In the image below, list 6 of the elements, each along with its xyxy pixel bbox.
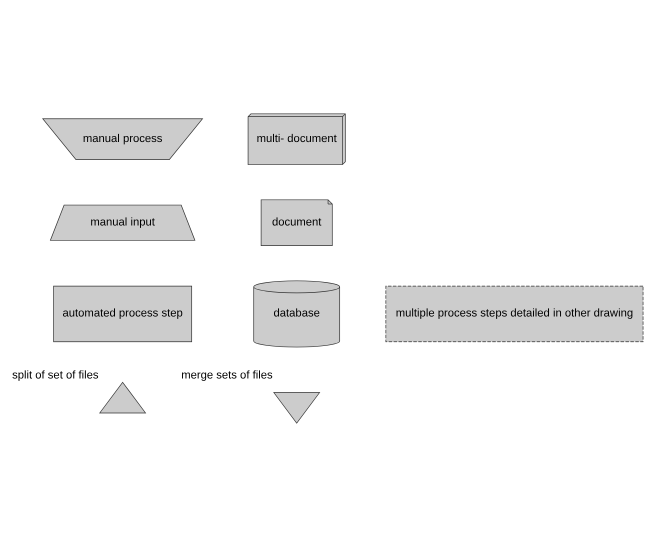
node-label: merge sets of files: [181, 370, 273, 382]
node-box: automated process step: [53, 286, 192, 342]
node-label: split of set of files: [12, 370, 99, 382]
node-box: multiple process steps detailed in other drawing: [385, 286, 644, 342]
node-triangle: [273, 392, 320, 424]
node-triangle: [99, 382, 146, 414]
